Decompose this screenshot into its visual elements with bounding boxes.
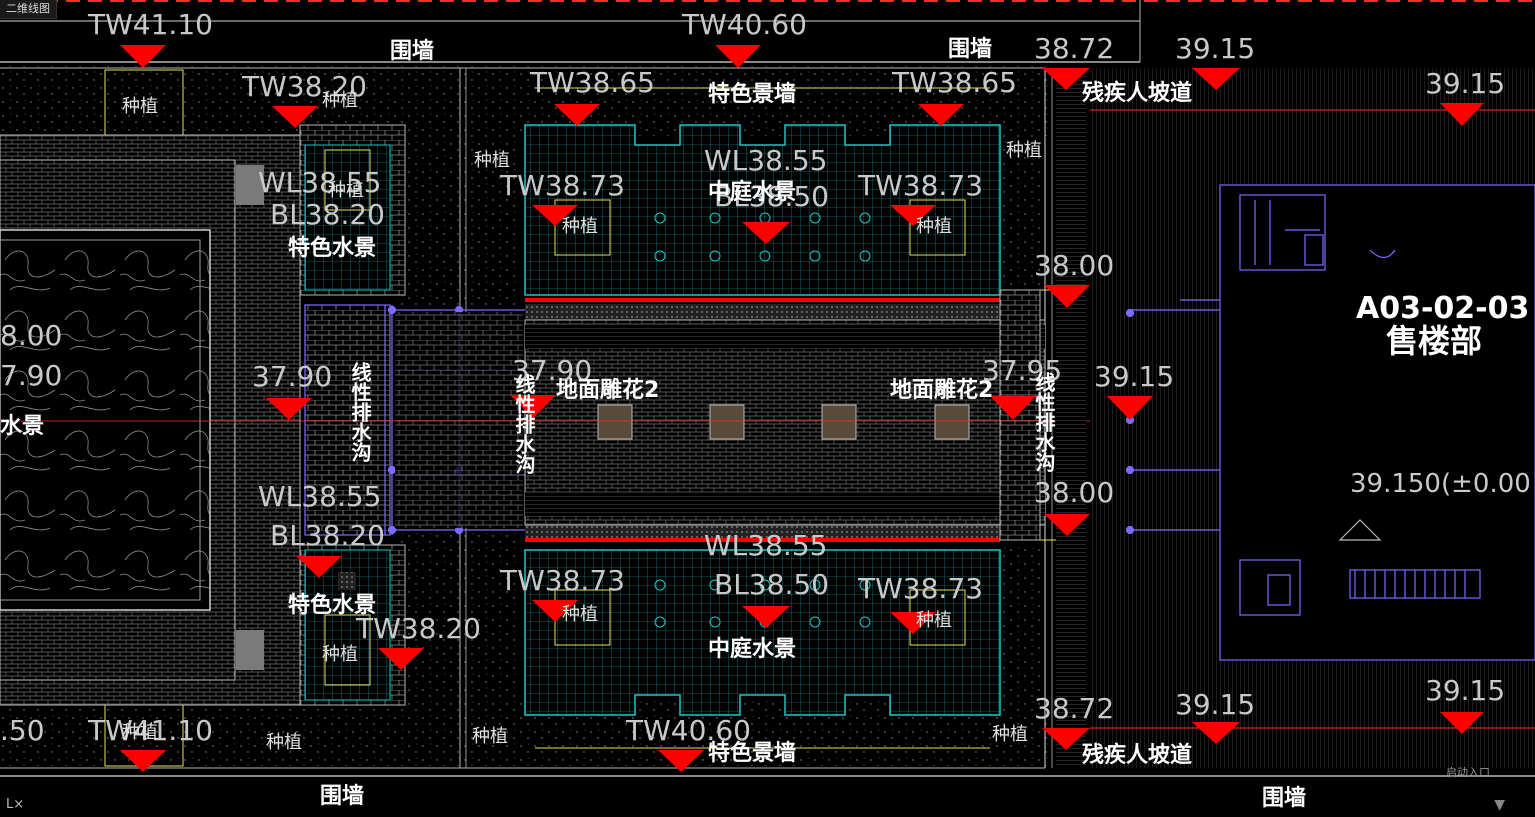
elev-3800-b: 38.00 bbox=[1034, 476, 1114, 509]
elev-tw3820-b: TW38.20 bbox=[355, 612, 481, 645]
planting-label: 种植 bbox=[122, 96, 158, 117]
drawing-tab-title[interactable]: 二维线图 bbox=[0, 0, 57, 19]
label-drain-left: 线性排水沟 bbox=[348, 361, 372, 462]
elev-wl3855-left-bottom: WL38.55 bbox=[258, 480, 381, 513]
elev-wl3855-left-top: WL38.55 bbox=[258, 166, 381, 199]
elev-tw4060-top: TW40.60 bbox=[681, 8, 807, 41]
label-building-name: 售楼部 bbox=[1386, 322, 1482, 360]
atrium-water-bottom bbox=[524, 522, 1001, 716]
central-walkway bbox=[524, 289, 1046, 541]
elev-tw3873-a: TW38.73 bbox=[499, 169, 625, 202]
north-arrow-icon[interactable]: ▼ bbox=[1494, 797, 1505, 813]
label-ground-carving-right: 地面雕花2 bbox=[890, 377, 993, 403]
elev-bl3850-mid-bottom: BL38.50 bbox=[714, 568, 829, 601]
label-feature-water-top: 特色水景 bbox=[288, 235, 376, 261]
view-cube[interactable]: ▼ bbox=[1494, 797, 1505, 813]
elev-3915-right-bottom: 39.15 bbox=[1425, 674, 1505, 707]
label-entrance: 启动入口 bbox=[1446, 766, 1490, 779]
label-wall-top-mid: 围墙 bbox=[948, 37, 992, 62]
label-ground-carving-left: 地面雕花2 bbox=[556, 377, 659, 403]
label-feature-wall-bottom: 特色景墙 bbox=[708, 740, 796, 766]
elev-tw3873-c: TW38.73 bbox=[499, 564, 625, 597]
command-prompt[interactable]: L× bbox=[0, 793, 66, 817]
elev-3795: 37.95 bbox=[982, 354, 1062, 387]
elev-tw4110-top: TW41.10 bbox=[87, 8, 213, 41]
planting-label: 种植 bbox=[266, 732, 302, 753]
elev-tw3865-a: TW38.65 bbox=[529, 66, 655, 99]
planting-labels: 种植 种植 种植 种植 种植 种植 种植 种植 种植 种植 种植 种植 种植 种… bbox=[122, 90, 1042, 753]
label-ramp-top: 残疾人坡道 bbox=[1082, 80, 1192, 106]
planting-label: 种植 bbox=[322, 90, 358, 111]
atrium-water-top bbox=[524, 124, 1001, 320]
elev-wl3855-mid-bottom: WL38.55 bbox=[704, 529, 827, 562]
planting-label: 种植 bbox=[562, 216, 598, 237]
elev-3915-mid: 39.15 bbox=[1094, 360, 1174, 393]
planting-label: 种植 bbox=[122, 722, 158, 743]
sales-office-building bbox=[1125, 184, 1535, 661]
planting-label: 种植 bbox=[562, 604, 598, 625]
label-drain-mid: 线性排水沟 bbox=[512, 373, 536, 474]
elev-3915-bottom: 39.15 bbox=[1175, 688, 1255, 721]
label-ramp-bottom: 残疾人坡道 bbox=[1082, 742, 1192, 768]
label-atrium-water-top: 中庭水景 bbox=[708, 179, 796, 205]
elev-tw3820-a: TW38.20 bbox=[241, 70, 367, 103]
label-wall-top-left: 围墙 bbox=[390, 39, 434, 64]
label-feature-water-bottom: 特色水景 bbox=[288, 592, 376, 618]
left-water-garden bbox=[0, 124, 406, 706]
label-drain-right: 线性排水沟 bbox=[1032, 371, 1056, 472]
elevation-texts: TW41.10 TW40.60 38.72 39.15 39.15 TW38.2… bbox=[0, 8, 1531, 747]
planting-label: 种植 bbox=[992, 724, 1028, 745]
boundary-wall bbox=[0, 0, 1535, 777]
elev-wl3855-mid-top: WL38.55 bbox=[704, 144, 827, 177]
planting-label: 种植 bbox=[328, 180, 364, 201]
label-wall-bottom-right: 围墙 bbox=[1262, 786, 1306, 811]
elev-800-left: 8.00 bbox=[0, 319, 62, 352]
elev-bl3820-left-bottom: BL38.20 bbox=[270, 519, 385, 552]
elev-3872-bottom: 38.72 bbox=[1034, 692, 1114, 725]
planting-label: 种植 bbox=[916, 216, 952, 237]
elev-tw4110-bottom: TW41.10 bbox=[87, 714, 213, 747]
elevation-markers bbox=[120, 45, 1484, 772]
elev-39150: 39.150(±0.00 bbox=[1350, 469, 1531, 499]
planting-label: 种植 bbox=[472, 726, 508, 747]
planting-label: 种植 bbox=[1006, 140, 1042, 161]
elev-3790-a: 37.90 bbox=[252, 360, 332, 393]
elev-3872-top: 38.72 bbox=[1034, 32, 1114, 65]
elev-3915-right-top: 39.15 bbox=[1425, 67, 1505, 100]
elev-tw4060-bottom: TW40.60 bbox=[625, 714, 751, 747]
drain-pave-left bbox=[395, 312, 523, 528]
label-water-left: 水景 bbox=[0, 414, 44, 439]
label-atrium-water-bottom: 中庭水景 bbox=[708, 636, 796, 662]
planting-label: 种植 bbox=[474, 150, 510, 171]
feature-labels: 围墙 围墙 特色景墙 残疾人坡道 中庭水景 特色水景 地面雕花2 地面雕花2 水… bbox=[0, 37, 1529, 811]
elev-bl3820-left-top: BL38.20 bbox=[270, 198, 385, 231]
label-building-code: A03-02-03 bbox=[1356, 291, 1529, 326]
drain-labels: 线性排水沟 线性排水沟 线性排水沟 bbox=[348, 361, 1056, 474]
planting-label: 种植 bbox=[916, 610, 952, 631]
elev-3790-b: 37.90 bbox=[512, 354, 592, 387]
elev-50-left: .50 bbox=[0, 714, 45, 747]
elev-tw3873-b: TW38.73 bbox=[857, 169, 983, 202]
planting-label: 种植 bbox=[322, 644, 358, 665]
elev-3800: 38.00 bbox=[1034, 249, 1114, 282]
elev-tw3865-b: TW38.65 bbox=[891, 66, 1017, 99]
elev-3915-top: 39.15 bbox=[1175, 32, 1255, 65]
label-wall-bottom-left: 围墙 bbox=[320, 784, 364, 809]
label-feature-wall-top: 特色景墙 bbox=[708, 81, 796, 107]
elev-790-left: 7.90 bbox=[0, 359, 62, 392]
elev-tw3873-d: TW38.73 bbox=[857, 572, 983, 605]
elev-bl3850-mid-top: BL38.50 bbox=[714, 180, 829, 213]
